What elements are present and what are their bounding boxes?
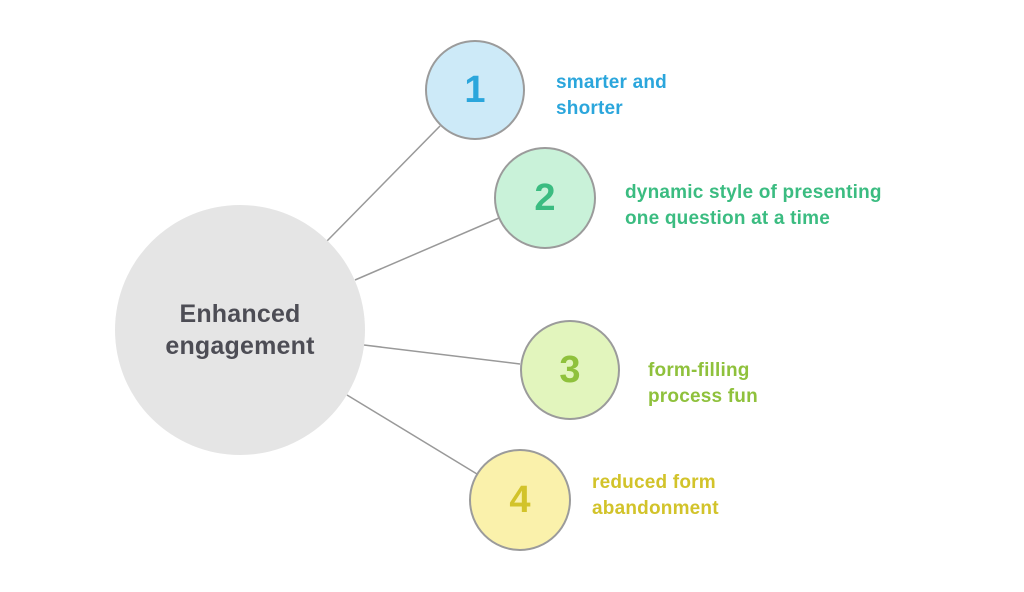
connector-line-3 — [363, 344, 521, 365]
connector-line-1 — [326, 125, 441, 242]
node-4-label-line1: reduced form — [592, 472, 716, 493]
node-4-number: 4 — [509, 478, 531, 521]
node-2-number: 2 — [534, 176, 556, 219]
node-1-number: 1 — [464, 68, 486, 111]
node-1-label-line1: smarter and — [556, 72, 667, 93]
node-2-label-line1: dynamic style of presenting — [625, 182, 882, 203]
center-circle: Enhanced engagement — [115, 205, 365, 455]
node-1-label-line2: shorter — [556, 98, 623, 120]
node-2-label: dynamic style of presenting one question… — [625, 180, 882, 232]
node-4-circle: 4 — [469, 449, 571, 551]
connector-line-4 — [346, 394, 478, 475]
node-2-label-line2: one question at a time — [625, 208, 830, 230]
node-1-circle: 1 — [425, 40, 525, 140]
node-3-label-line1: form-filling — [648, 360, 750, 381]
node-2-circle: 2 — [494, 147, 596, 249]
connector-line-2 — [354, 217, 500, 281]
node-4-label: reduced form abandonment — [592, 470, 719, 522]
node-3-label-line2: process fun — [648, 386, 758, 408]
node-4-label-line2: abandonment — [592, 498, 719, 520]
node-1-label: smarter and shorter — [556, 70, 667, 122]
node-3-circle: 3 — [520, 320, 620, 420]
node-3-label: form-filling process fun — [648, 358, 758, 410]
node-3-number: 3 — [559, 348, 581, 391]
center-label: Enhanced engagement — [165, 299, 315, 361]
